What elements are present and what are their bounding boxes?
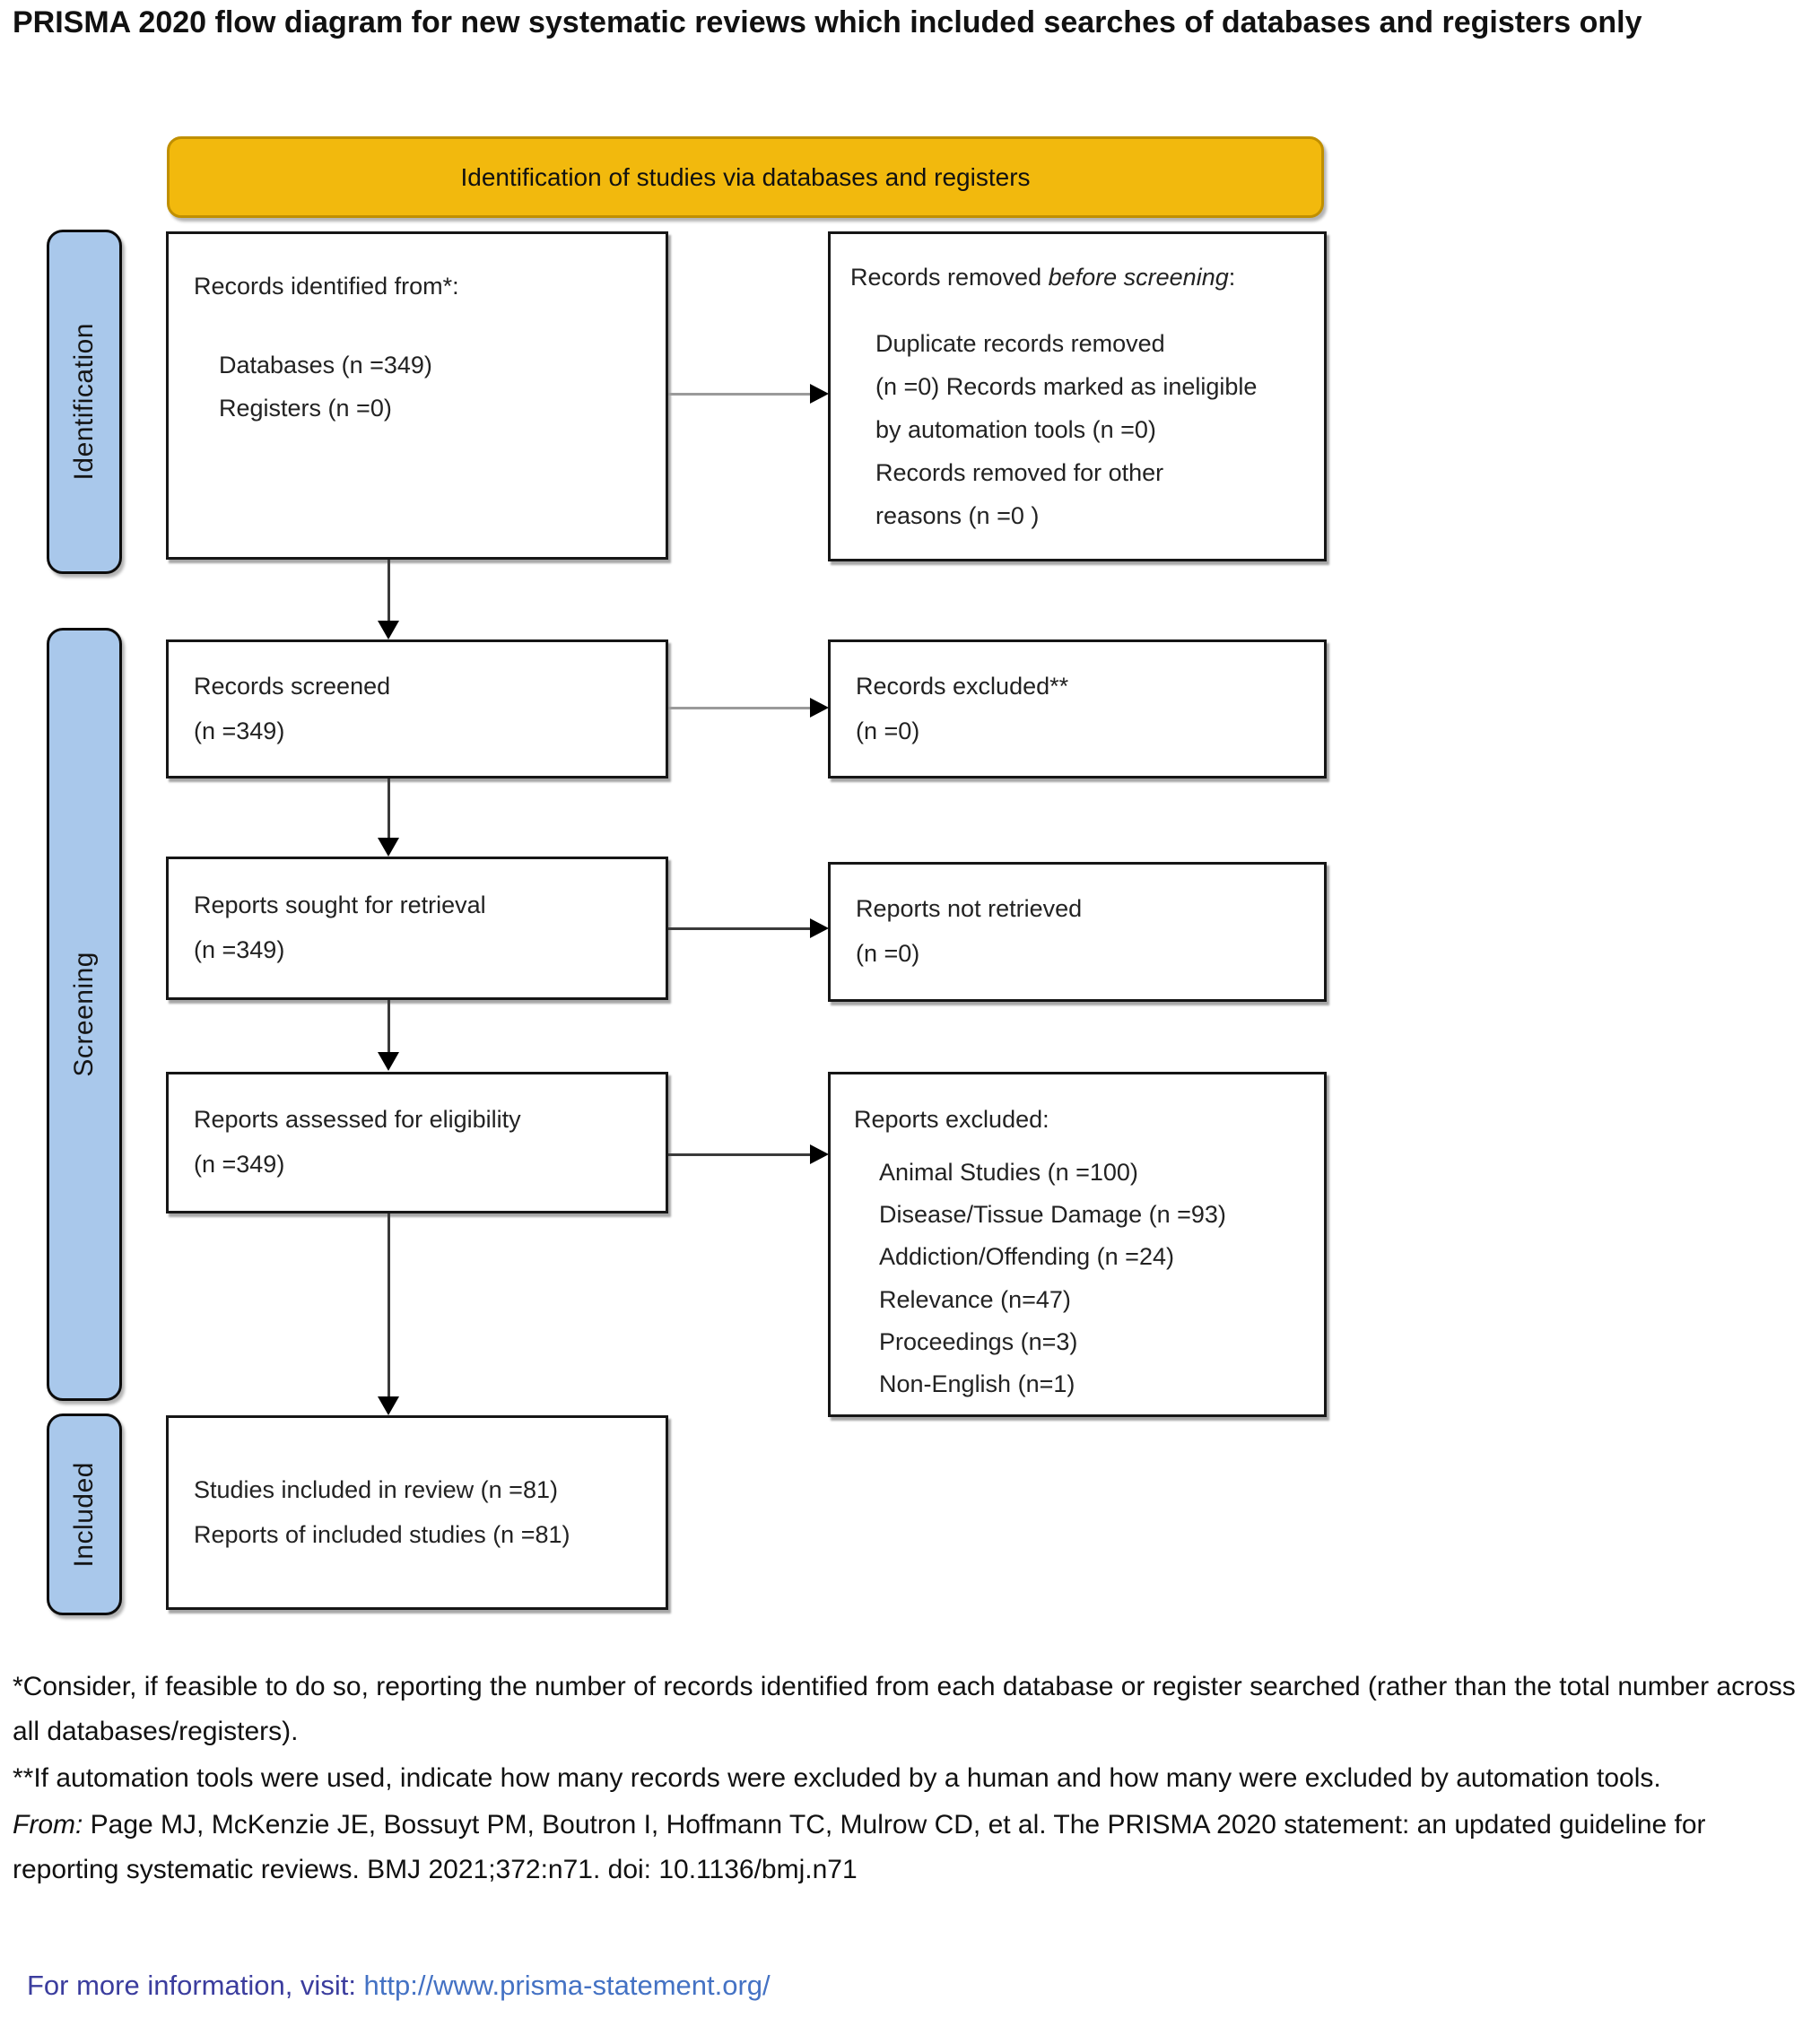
reports-not-retrieved-line: Reports not retrieved bbox=[856, 895, 1083, 923]
arrow-identified-to-removed bbox=[668, 393, 812, 396]
arrowhead-identified-to-screened-icon bbox=[378, 621, 399, 639]
reports-sought-count: (n =349) bbox=[194, 936, 285, 963]
page-title: PRISMA 2020 flow diagram for new systema… bbox=[13, 5, 1642, 39]
footer-label: For more information, visit: bbox=[27, 1970, 364, 2001]
footnote-automation: **If automation tools were used, indicat… bbox=[13, 1763, 1661, 1794]
banner-identification-of-studies: Identification of studies via databases … bbox=[167, 136, 1324, 218]
box-reports-assessed: Reports assessed for eligibility (n =349… bbox=[166, 1072, 668, 1213]
arrow-sought-to-assessed bbox=[388, 1000, 390, 1054]
footnote-consider: *Consider, if feasible to do so, reporti… bbox=[13, 1672, 1796, 1747]
citation: From: Page MJ, McKenzie JE, Bossuyt PM, … bbox=[13, 1803, 1802, 1892]
reports-of-included-line: Reports of included studies (n =81) bbox=[194, 1520, 570, 1548]
arrowhead-screened-to-excluded-icon bbox=[810, 698, 829, 718]
citation-text: Page MJ, McKenzie JE, Bossuyt PM, Boutro… bbox=[13, 1810, 1706, 1885]
arrow-assessed-to-excluded bbox=[668, 1153, 812, 1156]
records-removed-line: Duplicate records removed bbox=[875, 329, 1165, 357]
arrowhead-sought-to-assessed-icon bbox=[378, 1052, 399, 1071]
reports-excluded-reason: Animal Studies (n =100) bbox=[879, 1158, 1138, 1186]
box-studies-included: Studies included in review (n =81) Repor… bbox=[166, 1415, 668, 1610]
reports-sought-line: Reports sought for retrieval bbox=[194, 892, 486, 919]
arrowhead-sought-to-not-retrieved-icon bbox=[810, 918, 829, 938]
box-records-screened: Records screened (n =349) bbox=[166, 639, 668, 778]
box-records-removed: Records removed before screening: Duplic… bbox=[828, 231, 1327, 561]
box-records-excluded: Records excluded** (n =0) bbox=[828, 639, 1327, 778]
reports-excluded-reason: Disease/Tissue Damage (n =93) bbox=[879, 1201, 1226, 1229]
reports-assessed-count: (n =349) bbox=[194, 1151, 285, 1178]
records-removed-title: Records removed before screening: bbox=[850, 261, 1304, 295]
records-screened-count: (n =349) bbox=[194, 717, 285, 744]
reports-assessed-line: Reports assessed for eligibility bbox=[194, 1106, 521, 1134]
citation-from-prefix: From: bbox=[13, 1810, 83, 1840]
arrow-identified-to-screened bbox=[388, 560, 390, 622]
box-records-identified: Records identified from*: Databases (n =… bbox=[166, 231, 668, 560]
stage-label-included: Included bbox=[69, 1461, 99, 1568]
records-identified-databases: Databases (n =349) bbox=[219, 351, 432, 378]
studies-included-line: Studies included in review (n =81) bbox=[194, 1475, 558, 1503]
stage-label-screening: Screening bbox=[69, 952, 99, 1077]
reports-excluded-title: Reports excluded: bbox=[854, 1106, 1049, 1133]
records-removed-line: by automation tools (n =0) bbox=[875, 415, 1156, 443]
banner-label: Identification of studies via databases … bbox=[460, 162, 1031, 191]
records-identified-registers: Registers (n =0) bbox=[219, 395, 392, 422]
reports-excluded-reason: Proceedings (n=3) bbox=[879, 1327, 1078, 1355]
stage-bar-identification: Identification bbox=[47, 230, 122, 574]
arrowhead-assessed-to-excluded-icon bbox=[810, 1144, 829, 1164]
records-removed-line: reasons (n =0 ) bbox=[875, 501, 1040, 529]
records-excluded-count: (n =0) bbox=[856, 717, 920, 744]
reports-excluded-reason: Relevance (n=47) bbox=[879, 1285, 1071, 1313]
records-removed-title-suffix: : bbox=[1228, 264, 1236, 291]
arrowhead-assessed-to-included-icon bbox=[378, 1396, 399, 1415]
reports-not-retrieved-count: (n =0) bbox=[856, 940, 920, 967]
arrow-screened-to-excluded bbox=[668, 707, 812, 709]
records-removed-title-italic: before screening bbox=[1048, 264, 1229, 291]
arrow-assessed-to-included bbox=[388, 1213, 390, 1398]
prisma-statement-link[interactable]: http://www.prisma-statement.org/ bbox=[363, 1970, 771, 2001]
footnotes: *Consider, if feasible to do so, reporti… bbox=[13, 1665, 1802, 1894]
box-reports-not-retrieved: Reports not retrieved (n =0) bbox=[828, 862, 1327, 1002]
records-removed-line: Records removed for other bbox=[875, 458, 1164, 486]
reports-excluded-reason: Addiction/Offending (n =24) bbox=[879, 1243, 1174, 1271]
reports-excluded-reason: Non-English (n=1) bbox=[879, 1370, 1075, 1398]
arrowhead-screened-to-sought-icon bbox=[378, 838, 399, 857]
arrow-screened-to-sought bbox=[388, 778, 390, 839]
records-removed-title-prefix: Records removed bbox=[850, 264, 1049, 291]
stage-label-identification: Identification bbox=[69, 323, 99, 481]
stage-bar-included: Included bbox=[47, 1413, 122, 1615]
records-screened-line: Records screened bbox=[194, 672, 391, 700]
box-reports-sought: Reports sought for retrieval (n =349) bbox=[166, 857, 668, 1000]
arrowhead-identified-to-removed-icon bbox=[810, 384, 829, 404]
stage-bar-screening: Screening bbox=[47, 628, 122, 1401]
arrow-sought-to-not-retrieved bbox=[668, 927, 812, 930]
footer-info: For more information, visit: http://www.… bbox=[27, 1970, 771, 2002]
box-reports-excluded: Reports excluded: Animal Studies (n =100… bbox=[828, 1072, 1327, 1417]
records-removed-line: (n =0) Records marked as ineligible bbox=[875, 372, 1258, 400]
records-excluded-line: Records excluded** bbox=[856, 672, 1069, 700]
records-identified-title: Records identified from*: bbox=[194, 273, 459, 300]
